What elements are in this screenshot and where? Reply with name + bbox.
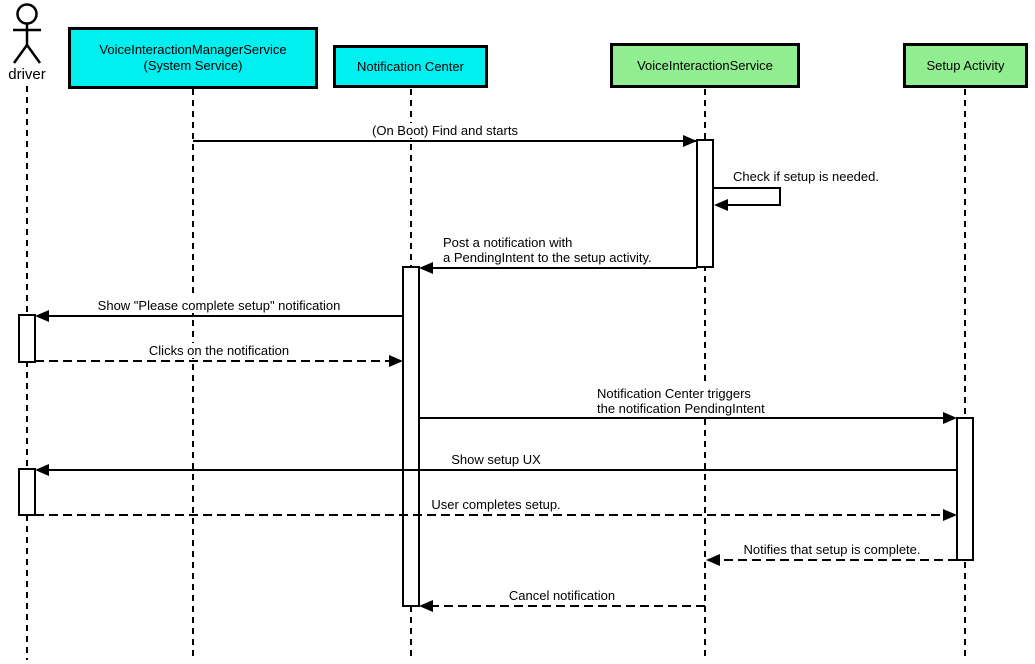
participant-notification-center: Notification Center — [333, 45, 488, 88]
participant-voiceinteractionservice: VoiceInteractionService — [610, 43, 800, 88]
activation-setup-activity — [956, 417, 974, 561]
message-line-check-if-setup-needed — [713, 187, 781, 206]
arrowhead-icon — [706, 554, 720, 566]
actor-driver-label: driver — [8, 66, 46, 83]
participant-voiceinteractionmanagerservice: VoiceInteractionManagerService (System S… — [68, 27, 318, 89]
actor-leg-left — [12, 44, 29, 64]
activation-driver-2 — [18, 468, 36, 516]
arrowhead-icon — [943, 509, 957, 521]
activation-notification-center — [402, 266, 420, 607]
participant-setup-activity: Setup Activity — [903, 43, 1028, 88]
message-label-clicks-notification: Clicks on the notification — [146, 343, 292, 358]
actor-leg-right — [25, 44, 42, 64]
message-label-notifies-setup-complete: Notifies that setup is complete. — [741, 542, 923, 557]
activation-driver-1 — [18, 314, 36, 363]
message-label-show-setup-notification: Show "Please complete setup" notificatio… — [95, 298, 343, 313]
participant-label: VoiceInteractionManagerService (System S… — [99, 42, 287, 73]
actor-head — [16, 3, 38, 25]
arrowhead-icon — [419, 600, 433, 612]
activation-voiceinteractionservice — [696, 139, 714, 268]
message-label-triggers-pendingintent: Notification Center triggers the notific… — [595, 386, 767, 416]
participant-label: Notification Center — [357, 58, 464, 74]
arrowhead-icon — [943, 412, 957, 424]
message-label-show-setup-ux: Show setup UX — [449, 452, 543, 467]
participant-label: VoiceInteractionService — [637, 57, 773, 73]
arrowhead-icon — [35, 310, 49, 322]
arrowhead-icon — [389, 355, 403, 367]
message-label-post-notification: Post a notification with a PendingIntent… — [441, 235, 654, 265]
message-label-user-completes-setup: User completes setup. — [429, 497, 563, 512]
arrowhead-icon — [714, 199, 728, 211]
message-label-check-if-setup-needed: Check if setup is needed. — [731, 169, 881, 184]
arrowhead-icon — [419, 262, 433, 274]
arrowhead-icon — [683, 135, 697, 147]
participant-label: Setup Activity — [926, 57, 1005, 73]
actor-driver-icon — [12, 3, 42, 64]
arrowhead-icon — [35, 464, 49, 476]
message-label-cancel-notification: Cancel notification — [506, 588, 618, 603]
message-label-on-boot-find-and-starts: (On Boot) Find and starts — [370, 123, 520, 138]
